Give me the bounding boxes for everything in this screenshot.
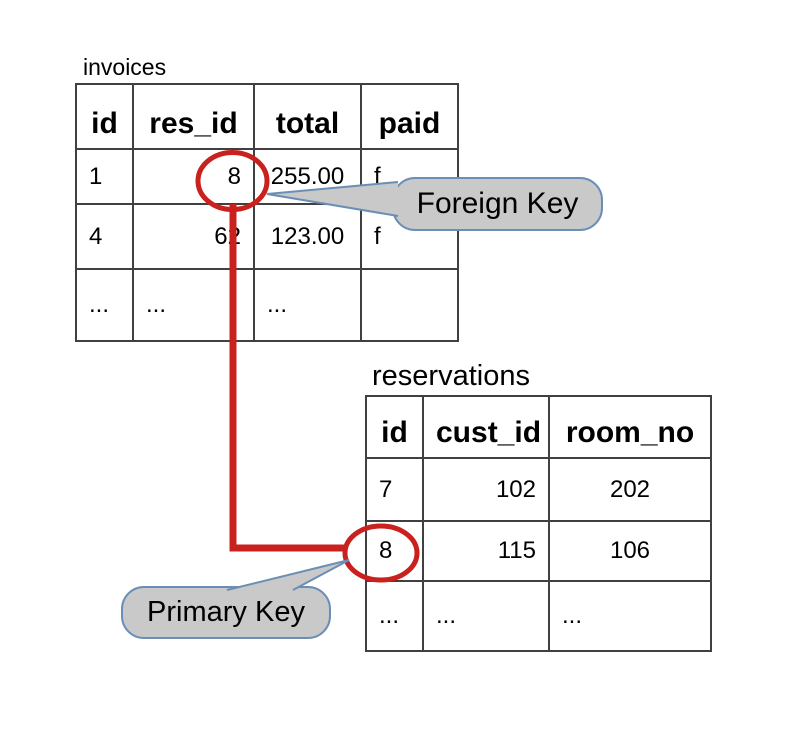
invoices-cell-total-2: 123.00 bbox=[253, 203, 362, 270]
reservations-cell-room-no-3: ... bbox=[548, 580, 712, 652]
table-row: ... ... ... bbox=[75, 268, 459, 342]
reservations-header-row: id cust_id room_no bbox=[365, 395, 712, 459]
invoices-header-row: id res_id total paid bbox=[75, 83, 459, 150]
primary-key-label: Primary Key bbox=[147, 596, 305, 628]
invoices-cell-paid-1: f bbox=[360, 148, 459, 205]
invoices-cell-id-1: 1 bbox=[75, 148, 134, 205]
invoices-cell-id-3: ... bbox=[75, 268, 134, 342]
invoices-cell-id-2: 4 bbox=[75, 203, 134, 270]
reservations-table: id cust_id room_no 7 102 202 8 115 106 .… bbox=[365, 395, 712, 652]
invoices-table: id res_id total paid 1 8 255.00 f 4 62 1… bbox=[75, 83, 459, 342]
invoices-cell-total-3: ... bbox=[253, 268, 362, 342]
table-row: 7 102 202 bbox=[365, 457, 712, 522]
reservations-cell-room-no-2: 106 bbox=[548, 520, 712, 582]
reservations-table-title: reservations bbox=[372, 360, 530, 392]
primary-key-callout-bubble bbox=[121, 586, 331, 639]
reservations-cell-id-3: ... bbox=[365, 580, 424, 652]
invoices-cell-res-id-2: 62 bbox=[132, 203, 255, 270]
invoices-table-title: invoices bbox=[83, 54, 167, 80]
invoices-header-id: id bbox=[75, 83, 134, 150]
table-row: 1 8 255.00 f bbox=[75, 148, 459, 205]
table-row: 8 115 106 bbox=[365, 520, 712, 582]
invoices-header-total: total bbox=[253, 83, 362, 150]
invoices-header-paid: paid bbox=[360, 83, 459, 150]
invoices-cell-paid-3 bbox=[360, 268, 459, 342]
invoices-cell-res-id-1: 8 bbox=[132, 148, 255, 205]
reservations-cell-cust-id-1: 102 bbox=[422, 457, 550, 522]
invoices-cell-res-id-3: ... bbox=[132, 268, 255, 342]
table-row: 4 62 123.00 f bbox=[75, 203, 459, 270]
reservations-cell-cust-id-2: 115 bbox=[422, 520, 550, 582]
invoices-cell-paid-2: f bbox=[360, 203, 459, 270]
reservations-header-id: id bbox=[365, 395, 424, 459]
reservations-header-room-no: room_no bbox=[548, 395, 712, 459]
reservations-cell-room-no-1: 202 bbox=[548, 457, 712, 522]
primary-key-callout-tail bbox=[226, 559, 350, 591]
reservations-cell-id-1: 7 bbox=[365, 457, 424, 522]
reservations-header-cust-id: cust_id bbox=[422, 395, 550, 459]
table-row: ... ... ... bbox=[365, 580, 712, 652]
invoices-cell-total-1: 255.00 bbox=[253, 148, 362, 205]
reservations-cell-id-2: 8 bbox=[365, 520, 424, 582]
invoices-header-res-id: res_id bbox=[132, 83, 255, 150]
reservations-cell-cust-id-3: ... bbox=[422, 580, 550, 652]
